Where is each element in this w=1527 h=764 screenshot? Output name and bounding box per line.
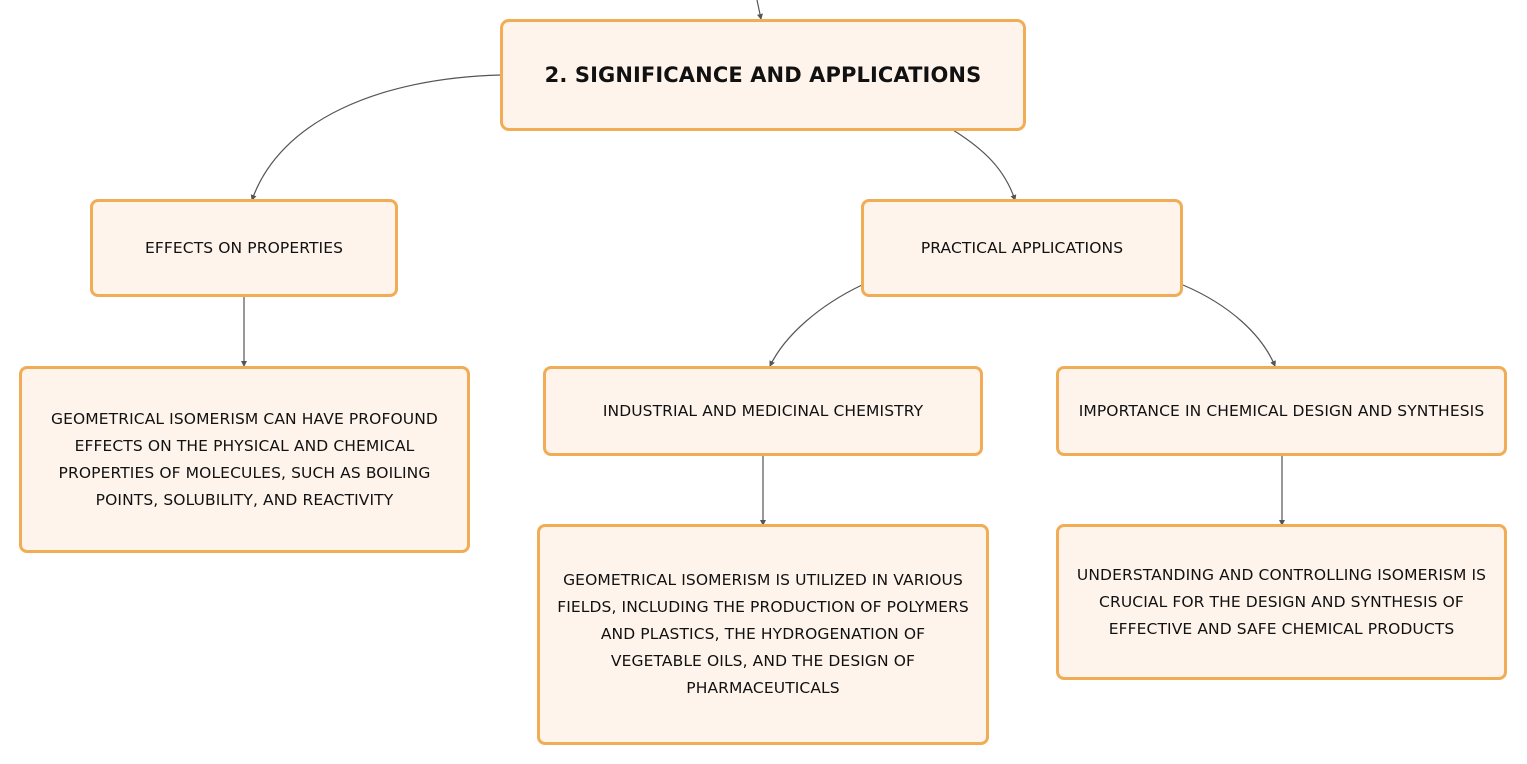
connector-root-to-applications [952,129,1017,201]
practical-applications-node[interactable]: PRACTICAL APPLICATIONS [861,199,1183,297]
industrial-detail-node[interactable]: GEOMETRICAL ISOMERISM IS UTILIZED IN VAR… [537,524,989,745]
design-detail-node[interactable]: UNDERSTANDING AND CONTROLLING ISOMERISM … [1056,524,1507,680]
effects-detail-node[interactable]: GEOMETRICAL ISOMERISM CAN HAVE PROFOUND … [19,366,470,553]
industrial-medicinal-node[interactable]: INDUSTRIAL AND MEDICINAL CHEMISTRY [543,366,983,456]
connector-incoming-root [756,0,763,20]
connector-applications-to-design [1182,284,1276,367]
connector-root-to-effects [250,74,502,201]
connector-applications-to-industrial [769,284,863,367]
effects-on-properties-node[interactable]: EFFECTS ON PROPERTIES [90,199,398,297]
chemical-design-node[interactable]: IMPORTANCE IN CHEMICAL DESIGN AND SYNTHE… [1056,366,1507,456]
root-node[interactable]: 2. SIGNIFICANCE AND APPLICATIONS [500,19,1026,131]
